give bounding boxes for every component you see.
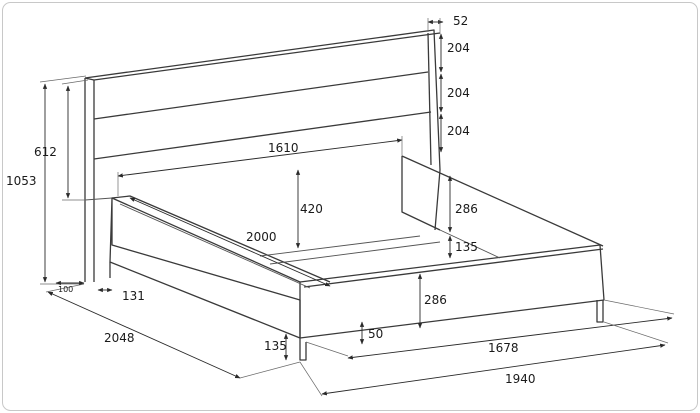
label-1053: 1053 xyxy=(6,174,37,188)
label-286-rear: 286 xyxy=(455,202,478,216)
label-50: 50 xyxy=(368,327,383,341)
label-52: 52 xyxy=(453,14,468,28)
label-286-front: 286 xyxy=(424,293,447,307)
label-204-top: 204 xyxy=(447,41,470,55)
bed-frame xyxy=(109,155,605,361)
label-204-mid: 204 xyxy=(447,86,470,100)
headboard xyxy=(84,29,441,282)
label-135-leg: 135 xyxy=(264,339,287,353)
dimension-labels: 52 204 204 204 1610 612 1053 420 286 200… xyxy=(6,14,536,386)
label-204-low: 204 xyxy=(447,124,470,138)
label-1940: 1940 xyxy=(505,372,536,386)
label-612: 612 xyxy=(34,145,57,159)
dimension-lines xyxy=(39,18,675,397)
label-2000: 2000 xyxy=(246,230,277,244)
label-100: 100 xyxy=(58,285,73,294)
label-1678: 1678 xyxy=(488,341,519,355)
label-420: 420 xyxy=(300,202,323,216)
label-2048: 2048 xyxy=(104,331,135,345)
label-1610: 1610 xyxy=(268,141,299,155)
label-135-small: 135 xyxy=(455,240,478,254)
label-131: 131 xyxy=(122,289,145,303)
